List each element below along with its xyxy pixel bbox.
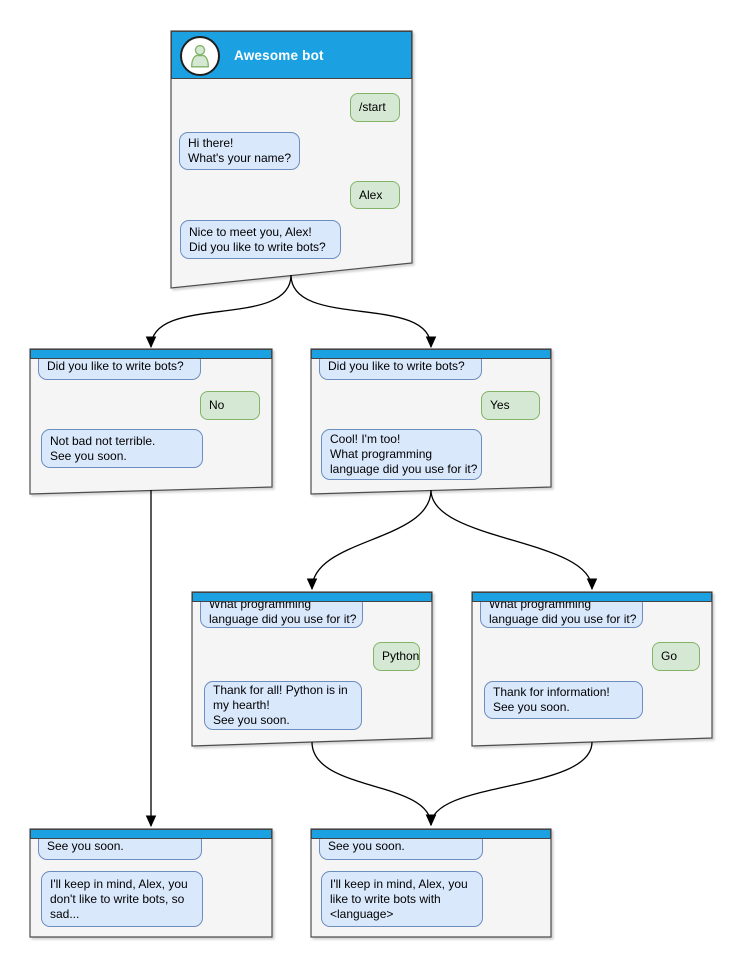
arrow-main-to-yes <box>290 274 437 349</box>
bubble-bot-greeting: Hi there! What's your name? <box>179 132 300 170</box>
bubble-bot-not-bad: Not bad not terrible. See you soon. <box>41 429 203 468</box>
yes-window-header <box>311 349 551 359</box>
bot-avatar <box>180 36 220 76</box>
bubble-user-name: Alex <box>350 181 400 209</box>
bubble-user-yes: Yes <box>481 391 540 420</box>
main-window-title: Awesome bot <box>234 47 324 63</box>
bubble-bot-keep-in-mind-yes: I'll keep in mind, Alex, you like to wri… <box>321 871 483 927</box>
no-window-header <box>30 349 272 359</box>
bubble-bot-cool: Cool! I'm too! What programming language… <box>321 429 482 480</box>
bubble-bot-go-reply: Thank for information! See you soon. <box>484 681 643 719</box>
arrow-yes-to-python <box>306 489 432 591</box>
arrow-main-to-no <box>145 274 292 349</box>
go-window-header <box>472 592 712 602</box>
bubble-user-no: No <box>200 391 260 420</box>
bubble-user-python: Python <box>373 642 420 671</box>
python-window-header <box>192 592 432 602</box>
bubble-bot-keep-in-mind-no: I'll keep in mind, Alex, you don't like … <box>41 871 203 927</box>
end-yes-window-header <box>311 829 551 839</box>
bubble-user-start: /start <box>350 93 400 122</box>
person-icon <box>190 44 210 68</box>
arrow-python-to-end-yes <box>311 741 437 827</box>
bubble-user-go: Go <box>652 642 700 671</box>
end-no-window-header <box>30 829 272 839</box>
bubble-bot-python-reply: Thank for all! Python is in my hearth! S… <box>204 681 362 730</box>
bubble-bot-nice-to-meet: Nice to meet you, Alex! Did you like to … <box>180 220 341 259</box>
arrow-go-to-end-yes <box>425 741 593 827</box>
arrow-yes-to-go <box>430 489 598 591</box>
